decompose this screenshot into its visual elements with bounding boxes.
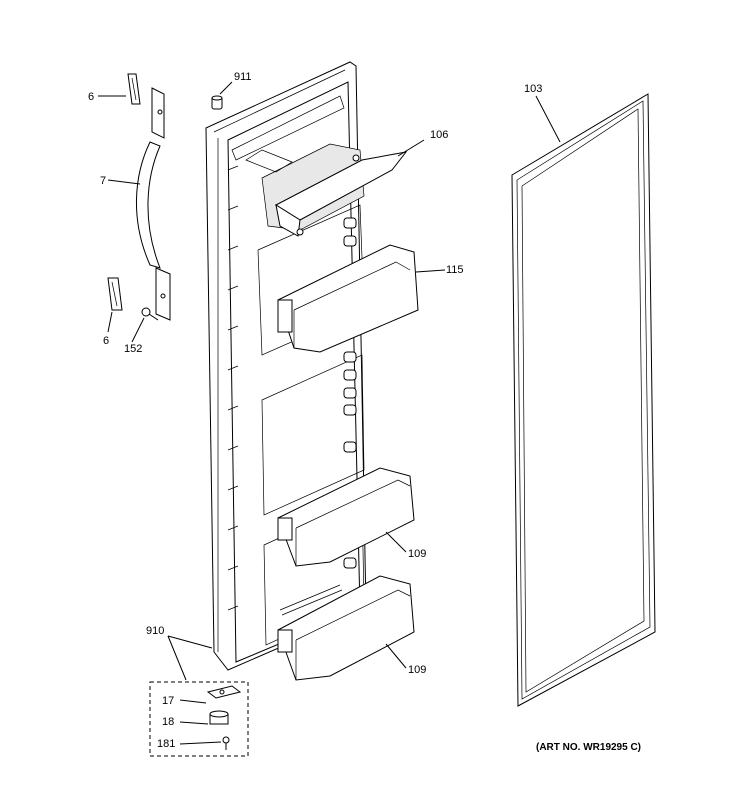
handle-end-cap-top: [127, 73, 141, 105]
callout-152: 152: [124, 343, 142, 355]
callout-106: 106: [430, 129, 448, 141]
door-bin-upper: [277, 467, 415, 567]
callout-labels: 911 106 103 6 7 115 6 152 109 109 910 17…: [88, 71, 641, 753]
hinge-kit-box: [149, 681, 249, 757]
screw-152: [141, 307, 159, 321]
door-assembly: [205, 61, 367, 671]
hinge-screw-181: [222, 736, 230, 750]
handle-end-cap-bottom: [107, 277, 123, 311]
door-gasket: [511, 93, 656, 707]
hinge-plate-17: [206, 685, 242, 699]
callout-7: 7: [100, 175, 106, 187]
door-bin-lower: [277, 575, 415, 681]
callout-911: 911: [234, 71, 252, 83]
callout-910: 910: [146, 625, 164, 637]
door-handle: [136, 87, 171, 321]
door-edge-ribs: [227, 165, 239, 611]
callout-18: 18: [162, 716, 174, 728]
door-shelf-bin: [277, 244, 419, 353]
leader-lines: [98, 81, 561, 745]
shelf-rail-pegs: [343, 217, 357, 569]
hinge-bushing-18: [209, 710, 229, 725]
callout-6-bottom: 6: [103, 335, 109, 347]
callout-115: 115: [446, 264, 464, 276]
dairy-door-cover: [274, 151, 408, 237]
art-number: (ART NO. WR19295 C): [536, 742, 641, 753]
callout-6-top: 6: [88, 91, 94, 103]
callout-103: 103: [524, 83, 542, 95]
callout-109-lower: 109: [408, 664, 426, 676]
cap-part-911: [211, 95, 223, 110]
callout-181: 181: [157, 738, 175, 750]
callout-109-upper: 109: [408, 548, 426, 560]
callout-17: 17: [162, 695, 174, 707]
